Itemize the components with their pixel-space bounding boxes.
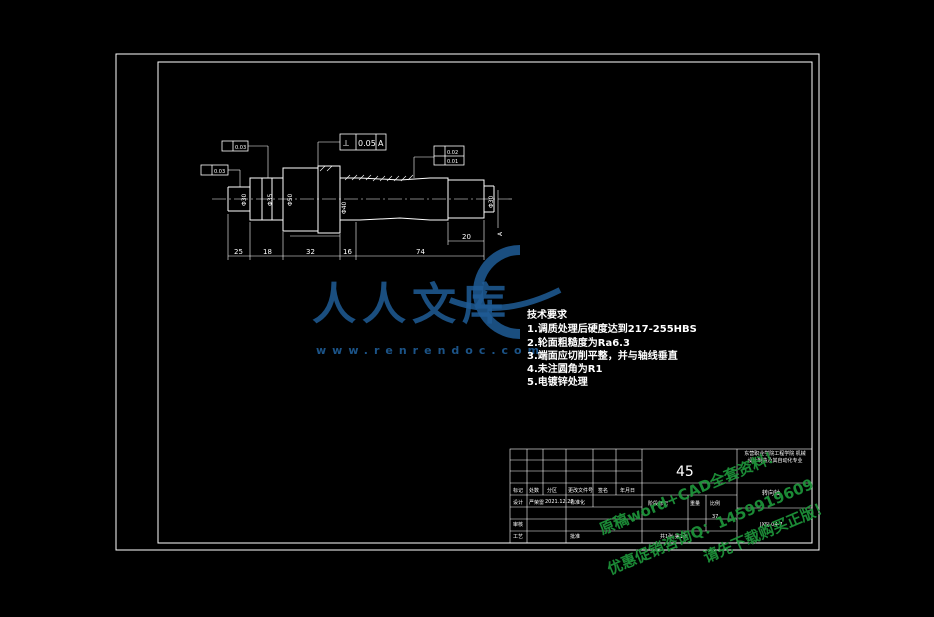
tb-review: 审核 xyxy=(513,522,524,528)
tb-cell: 严荣雷 xyxy=(529,500,545,506)
tb-cell: 签名 xyxy=(598,488,609,494)
tb-cell: 2021.12.27 xyxy=(545,499,574,505)
dim-d40: Φ40 xyxy=(341,201,348,214)
tol-value-5: 0.01 xyxy=(447,159,458,165)
tol-value-3: 0.03 xyxy=(214,169,225,175)
hatch-region xyxy=(319,165,414,182)
requirement-item: 4.未注圆角为R1 xyxy=(527,364,603,375)
datum-label-a: A xyxy=(497,231,504,236)
requirement-item: 2.轮面粗糙度为Ra6.3 xyxy=(527,338,630,349)
tb-cell: 标准化 xyxy=(570,500,586,506)
tb-cell: 重量 xyxy=(690,501,701,507)
watermark-url: www.renrendoc.com xyxy=(316,344,546,357)
tb-big-number: 45 xyxy=(676,464,694,480)
tolerance-leaders xyxy=(228,141,499,228)
inner-frame xyxy=(157,61,813,544)
dim-74: 74 xyxy=(416,248,425,256)
dim-d35-a: Φ35 xyxy=(267,193,274,206)
perpendicular-symbol-icon: ⟂ xyxy=(343,139,349,149)
tol-value-2: 0.03 xyxy=(235,145,246,151)
tol-value-1: 0.05 xyxy=(358,139,376,148)
dim-25: 25 xyxy=(234,248,243,256)
tol-value-4: 0.02 xyxy=(447,150,458,156)
tolerance-frames xyxy=(200,133,465,176)
dim-18: 18 xyxy=(263,248,272,256)
requirements-title: 技术要求 xyxy=(527,310,567,321)
dim-d50: Φ50 xyxy=(287,193,294,206)
tb-cell: 阶段标记 xyxy=(648,501,669,507)
tb-cell: 比例 xyxy=(710,501,721,507)
tb-scale: 37 xyxy=(712,514,719,520)
tb-cell: 更改文件号 xyxy=(568,488,594,494)
dim-32: 32 xyxy=(306,248,315,256)
outer-border xyxy=(115,53,820,551)
tb-cell: 处数 xyxy=(529,488,540,494)
title-block-grid xyxy=(509,448,813,544)
tb-sheet: 共1张 第1张 xyxy=(660,534,688,540)
renrendoc-logo-icon xyxy=(448,245,562,339)
tb-drawing-no: JXSJ-04-7 xyxy=(760,522,783,528)
dim-20: 20 xyxy=(462,233,471,241)
watermark-logo-text: 人人文库 xyxy=(312,279,512,330)
tb-cell: 分区 xyxy=(547,488,558,494)
tb-part-name: 转向轴 xyxy=(762,490,781,497)
tol-datum-1: A xyxy=(378,139,384,148)
tb-cell: 年月日 xyxy=(620,488,636,494)
tb-approve: 批准 xyxy=(570,534,581,540)
requirement-item: 3.端面应切削平整，并与轴线垂直 xyxy=(527,351,678,362)
tb-craft: 工艺 xyxy=(513,534,524,540)
dim-d30-right: Φ30 xyxy=(488,195,495,208)
tb-school: 东营职业学院工程学院 机械设计制造及其自动化专业 xyxy=(744,451,806,464)
dimension-lines xyxy=(227,214,485,260)
tb-cell: 设计 xyxy=(513,500,524,506)
requirement-item: 1.调质处理后硬度达到217-255HBS xyxy=(527,324,697,335)
shaft-outline xyxy=(227,165,495,234)
requirement-item: 5.电镀锌处理 xyxy=(527,377,588,388)
tb-cell: 标记 xyxy=(513,488,524,494)
dim-d30-left: Φ30 xyxy=(241,193,248,206)
dim-16: 16 xyxy=(343,248,352,256)
